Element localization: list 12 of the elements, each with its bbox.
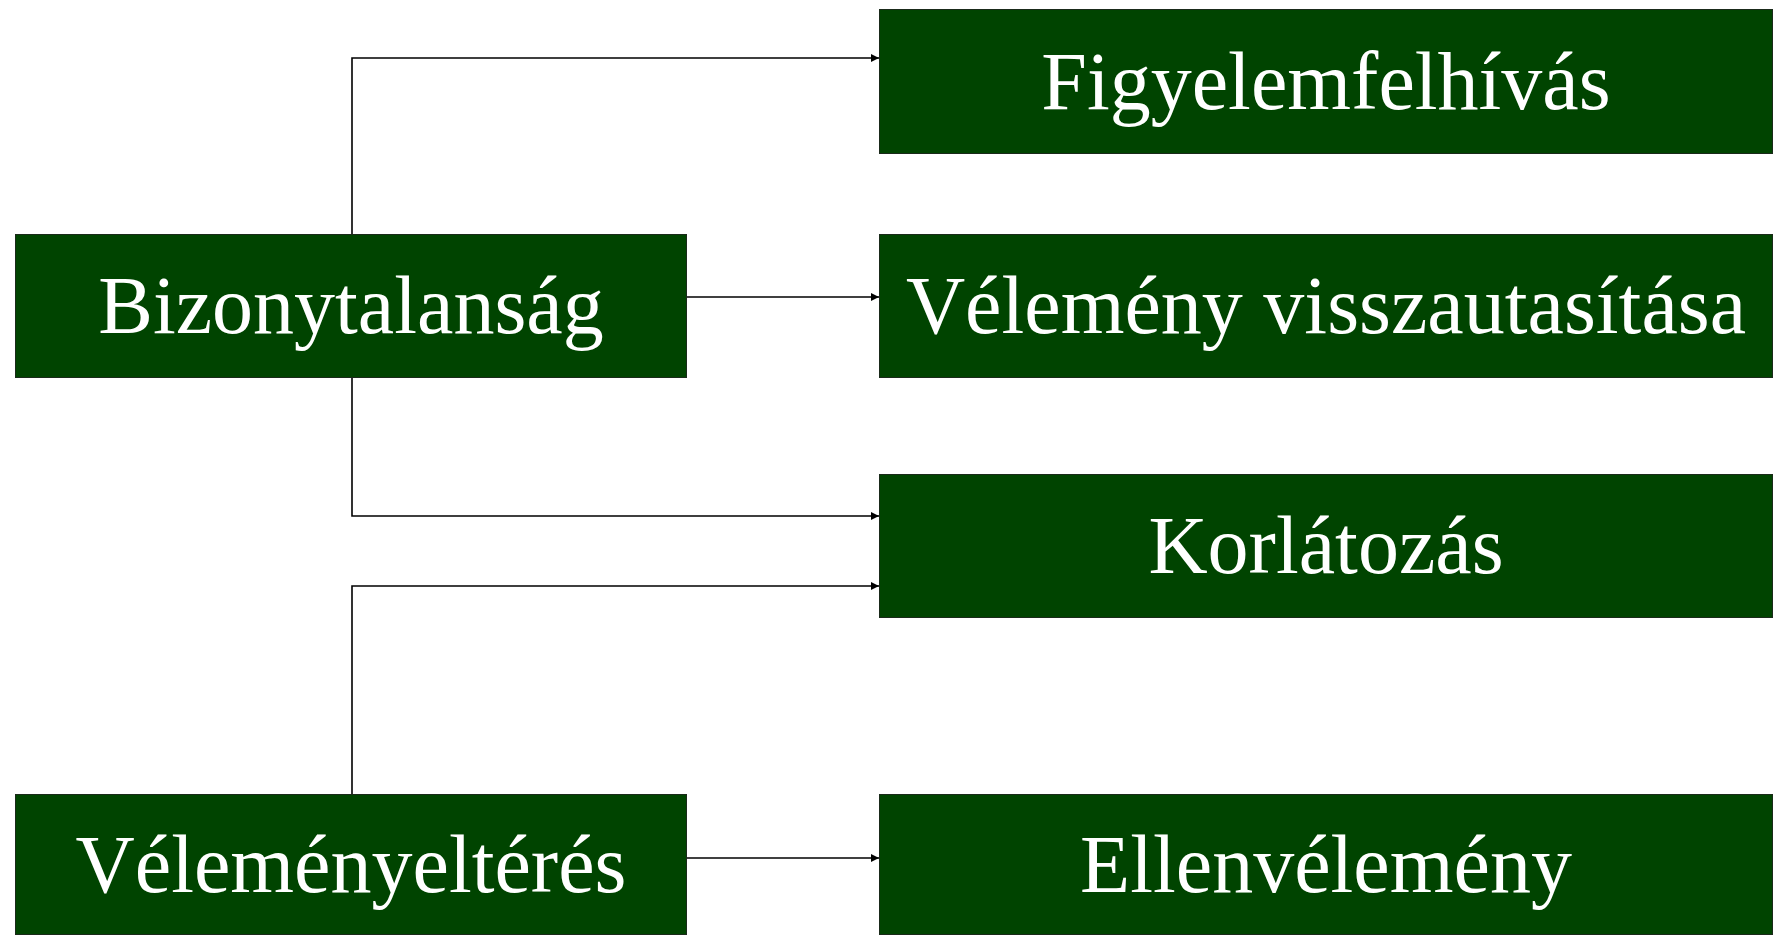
arrow xyxy=(686,854,880,862)
process-box xyxy=(879,9,1773,154)
process-box xyxy=(879,794,1773,935)
arrow xyxy=(686,293,880,301)
process-box xyxy=(15,794,687,935)
process-box xyxy=(879,474,1773,618)
box-label: Korlátozás xyxy=(1148,505,1504,587)
process-box xyxy=(15,234,687,378)
process-box xyxy=(879,234,1773,378)
arrow xyxy=(351,582,880,795)
arrow xyxy=(351,54,880,235)
arrow xyxy=(351,377,880,520)
